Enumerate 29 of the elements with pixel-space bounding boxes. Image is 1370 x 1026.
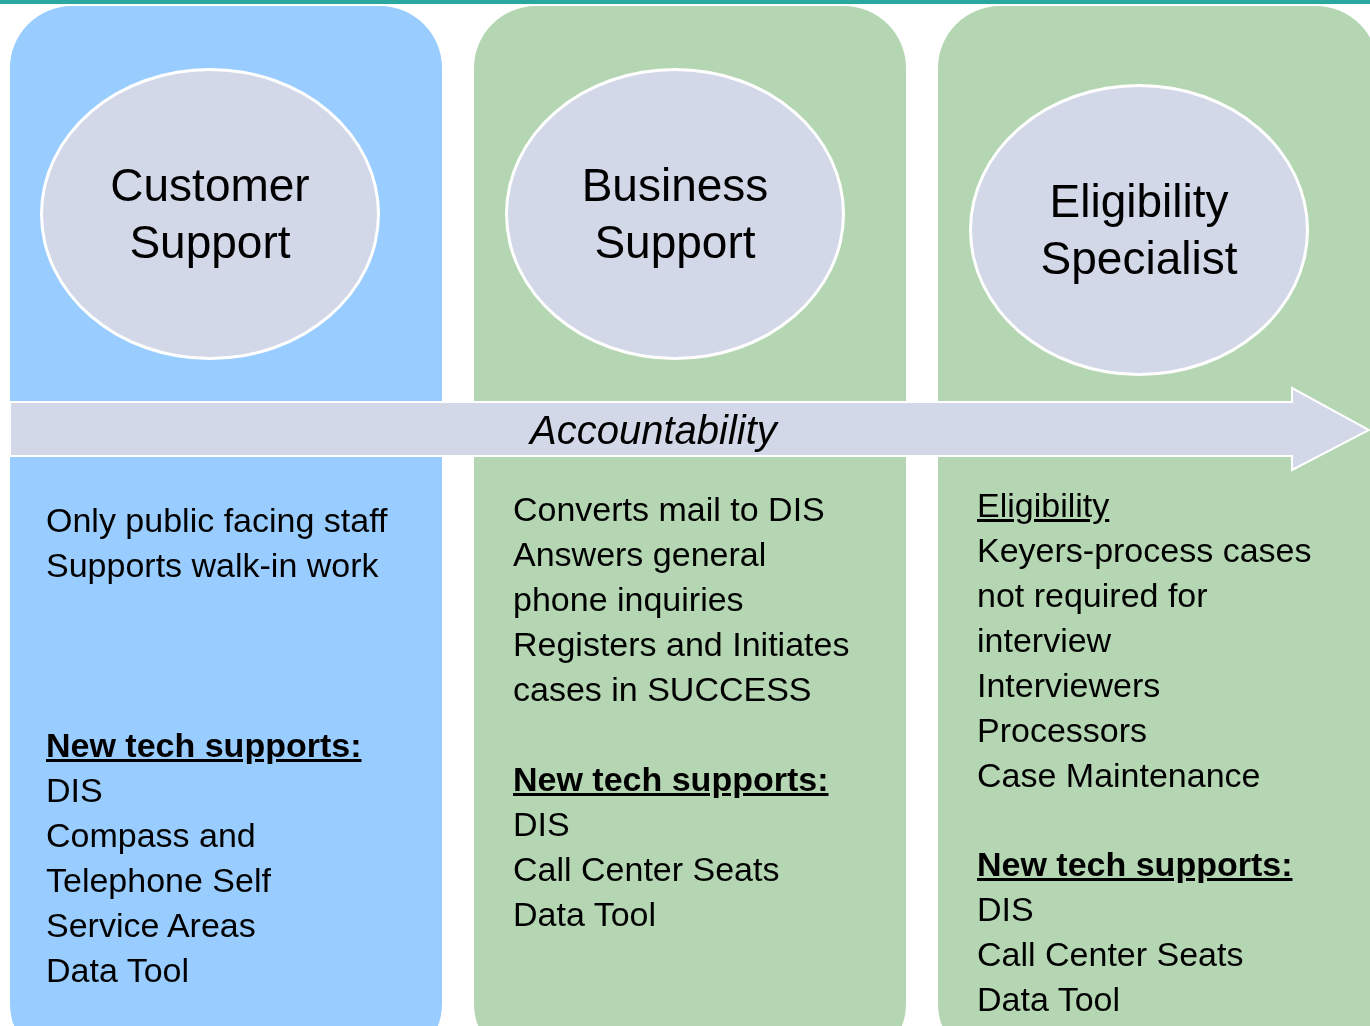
- role-ellipse: Customer Support: [40, 68, 380, 360]
- column-panel: [938, 6, 1370, 1026]
- column-panel: [10, 6, 442, 1026]
- description-text: Data Tool: [46, 950, 191, 991]
- description-text: Case Maintenance: [977, 755, 1262, 796]
- description-text: Converts mail to DIS: [513, 489, 826, 530]
- description-text: Data Tool: [977, 979, 1122, 1020]
- description-text: Registers and Initiates cases in SUCCESS: [513, 624, 851, 710]
- section-heading: New tech supports:: [46, 725, 363, 766]
- subheading: Eligibility: [977, 485, 1111, 526]
- description-text: Compass and Telephone Self Service Areas: [46, 815, 272, 946]
- arrow-label: Accountability: [530, 407, 777, 454]
- role-ellipse: Eligibility Specialist: [969, 84, 1309, 376]
- description-text: DIS: [977, 889, 1035, 930]
- description-text: Only public facing staff: [46, 500, 389, 541]
- description-text: Call Center Seats: [977, 934, 1245, 975]
- role-ellipse: Business Support: [505, 68, 845, 360]
- description-text: Interviewers: [977, 665, 1162, 706]
- section-heading: New tech supports:: [977, 844, 1294, 885]
- description-text: Data Tool: [513, 894, 658, 935]
- column-panel: [474, 6, 906, 1026]
- section-heading: New tech supports:: [513, 759, 830, 800]
- description-text: Call Center Seats: [513, 849, 781, 890]
- description-text: DIS: [46, 770, 104, 811]
- description-text: Supports walk-in work: [46, 545, 380, 586]
- description-text: Processors: [977, 710, 1149, 751]
- description-text: Keyers-process cases not required for interview: [977, 530, 1313, 661]
- description-text: DIS: [513, 804, 571, 845]
- description-text: Answers general phone inquiries: [513, 534, 768, 620]
